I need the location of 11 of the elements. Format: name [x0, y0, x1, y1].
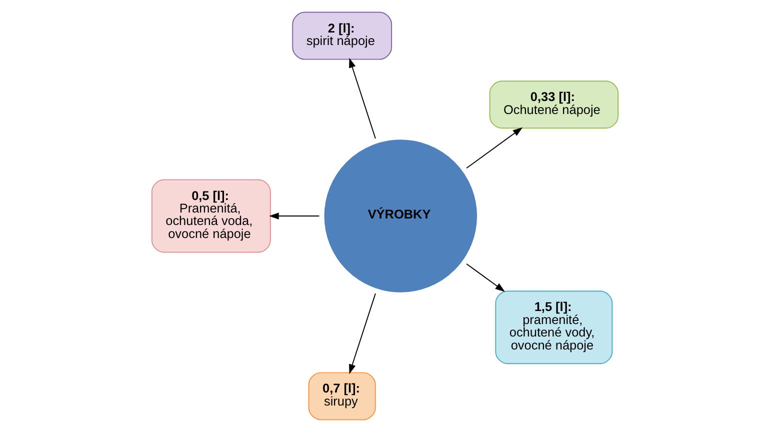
arrow [268, 212, 320, 220]
node-circle: VÝROBKY [322, 138, 478, 294]
arrow [348, 58, 376, 140]
node-box: 0,7 [l]: sirupy [308, 372, 376, 420]
node-box: 0,5 [l]: Pramenitá, ochutená voda, ovocné nápoje [150, 179, 270, 253]
node-box: 2 [l]: spirit nápoje [292, 12, 392, 60]
arrow [466, 263, 505, 292]
node-box: 1,5 [l]: pramenité, ochutené vody, ovocné nápoje [494, 290, 612, 364]
arrow [466, 127, 522, 169]
arrow [348, 292, 376, 374]
node-box: 0,33 [l]: Ochutené nápoje [488, 80, 618, 129]
